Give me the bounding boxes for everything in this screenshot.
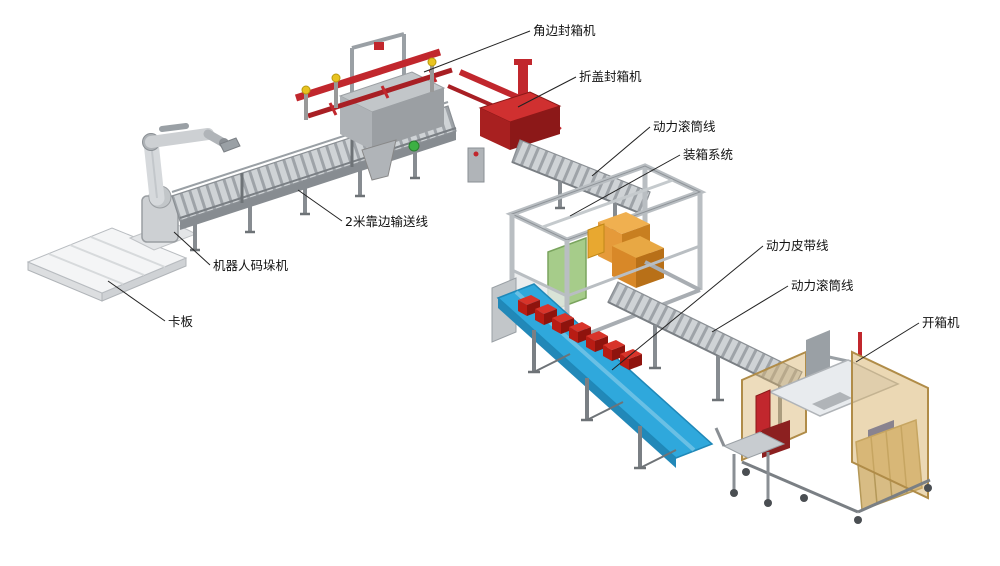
leader-edge-conveyor-2m <box>297 189 343 222</box>
leader-pallet <box>107 280 166 322</box>
belt-feet <box>528 370 646 470</box>
erector-lift-platform <box>714 427 786 507</box>
robot-gripper <box>219 137 241 153</box>
packer-mid-beams <box>511 244 701 298</box>
erector-red-device <box>755 389 771 435</box>
conveyor-feet <box>190 176 420 252</box>
leader-power-roller-line-1 <box>591 126 651 177</box>
sealer-hopper <box>361 139 397 181</box>
label-case-packing-system: 装箱系统 <box>683 147 733 162</box>
labels: 角边封箱机 折盖封箱机 动力滚筒线 装箱系统 动力皮带线 动力滚筒线 开箱机 2… <box>168 23 960 330</box>
control-pedestal <box>467 147 485 183</box>
robot-forearm <box>145 128 214 148</box>
label-power-roller-line-1: 动力滚筒线 <box>653 119 716 134</box>
leader-lines <box>107 30 920 371</box>
robot-upper-arm <box>143 134 165 206</box>
sealer-green-button <box>408 140 420 152</box>
sealer-red-rail-1 <box>294 48 442 102</box>
label-pallet: 卡板 <box>168 314 194 329</box>
erector-amber-panel-right <box>851 350 929 500</box>
label-flap-fold-sealer: 折盖封箱机 <box>579 69 642 84</box>
label-power-roller-line-2: 动力滚筒线 <box>791 278 854 293</box>
sealer-top-red-part <box>374 42 384 50</box>
erector-column <box>806 330 830 382</box>
erector-casters <box>742 468 932 524</box>
yellow-unit <box>587 223 605 259</box>
leader-power-roller-line-2 <box>711 285 789 333</box>
estop-button <box>473 151 479 157</box>
leader-carton-erector <box>855 322 920 363</box>
carton-b <box>612 236 664 288</box>
yellow-cap-2 <box>331 73 341 83</box>
label-power-belt-line: 动力皮带线 <box>766 238 829 253</box>
leader-power-belt-line <box>611 245 764 371</box>
conveyor-far-legs <box>240 137 354 203</box>
yellow-cap-1 <box>301 85 311 95</box>
leader-case-packing-system <box>569 154 681 217</box>
power-belt-line-graphic <box>491 277 714 470</box>
carton-erector-graphic <box>714 330 932 524</box>
leader-corner-edge-sealer <box>423 30 531 73</box>
belt-legs <box>532 330 642 468</box>
belt-crossbars <box>533 353 677 469</box>
corner-edge-sealer-graphic <box>294 32 485 183</box>
leader-robot-palletizer <box>173 231 211 266</box>
conveyor-legs <box>193 144 417 250</box>
label-corner-edge-sealer: 角边封箱机 <box>533 23 596 38</box>
yellow-cap-3 <box>427 57 437 67</box>
label-carton-erector: 开箱机 <box>922 315 960 330</box>
label-edge-conveyor-2m: 2米靠边输送线 <box>345 214 428 229</box>
erector-base-beams <box>741 460 931 514</box>
robot-palletizer-graphic <box>128 123 241 251</box>
erector-mechanism <box>812 392 852 410</box>
leader-flap-fold-sealer <box>517 76 577 108</box>
robot-motor <box>159 123 189 132</box>
flap-fold-sealer-graphic <box>447 59 562 150</box>
label-robot-palletizer: 机器人码垛机 <box>213 258 289 273</box>
